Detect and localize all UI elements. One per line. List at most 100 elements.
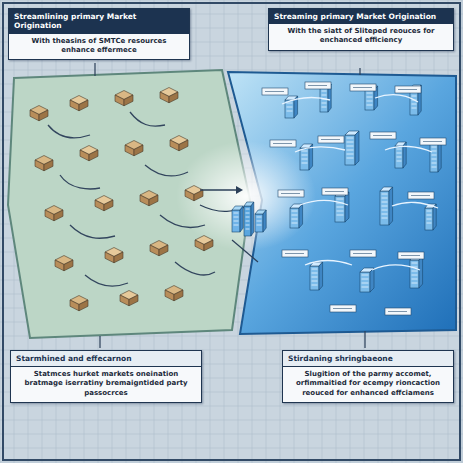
iso-box: [35, 156, 53, 171]
building-windows: [292, 219, 298, 220]
building-windows: [337, 199, 344, 200]
building-windows: [322, 107, 327, 108]
building-windows: [382, 210, 388, 211]
title-box: Streaming primary Market OriginationWith…: [268, 8, 454, 51]
box-side: [95, 200, 104, 211]
tag-rect: [350, 250, 376, 257]
building-side: [345, 192, 349, 222]
building-windows: [347, 154, 354, 155]
box-body: With theasins of SMTCe resources enhance…: [9, 34, 189, 59]
box-side: [140, 195, 149, 206]
summary-box: Starmhined and effecarnonStatmces hurket…: [10, 350, 202, 403]
building-windows: [234, 213, 239, 214]
flow-arrow: [295, 147, 345, 152]
building-windows: [432, 163, 437, 164]
building-windows: [322, 91, 327, 92]
box-side: [160, 92, 169, 103]
tag-rect: [278, 190, 304, 197]
building-windows: [246, 217, 250, 218]
flow-arrow: [300, 200, 348, 205]
building-windows: [246, 209, 250, 210]
box-side: [125, 145, 134, 156]
arrow-head: [236, 186, 243, 194]
building-body: [255, 214, 263, 232]
iso-box: [125, 141, 143, 156]
summary-box: Stirdaning shringbaeoneSlugition of the …: [282, 350, 454, 403]
tag-scribble: [325, 191, 344, 192]
building-body: [335, 196, 345, 222]
box-side: [169, 92, 178, 103]
box-heading: Stirdaning shringbaeone: [283, 351, 453, 367]
building-windows: [292, 211, 298, 212]
box-heading: Streamlining primary Market Origination: [9, 9, 189, 34]
iso-box: [115, 91, 133, 106]
box-side: [44, 160, 53, 171]
box-side: [80, 150, 89, 161]
tag-scribble: [388, 311, 407, 312]
building-windows: [432, 159, 437, 160]
building-body: [360, 272, 370, 292]
box-heading: Streaming primary Market Origination: [269, 9, 453, 24]
flow-arrow: [372, 265, 420, 270]
box-side: [89, 150, 98, 161]
building-side: [251, 202, 254, 236]
grid-line: [0, 448, 463, 449]
tag-card: [395, 86, 421, 93]
grid-line: [0, 0, 463, 1]
tag-scribble: [353, 253, 372, 254]
iso-box: [195, 236, 213, 251]
building-windows: [382, 202, 388, 203]
leader-line: [99, 336, 100, 348]
building-windows: [412, 279, 418, 280]
tag-scribble: [398, 89, 417, 90]
building-body: [365, 90, 374, 110]
tag-scribble: [265, 91, 284, 92]
tag-rect: [282, 250, 308, 257]
tag-card: [350, 84, 376, 91]
tag-card: [318, 136, 344, 143]
building-windows: [412, 275, 418, 276]
building-windows: [337, 215, 344, 216]
building-windows: [432, 155, 437, 156]
building-windows: [257, 221, 262, 222]
iso-box: [120, 291, 138, 306]
building-side: [433, 204, 436, 230]
building-windows: [322, 103, 327, 104]
tag-rect: [420, 138, 446, 145]
building-windows: [412, 263, 418, 264]
box-side: [35, 160, 44, 171]
building-windows: [292, 215, 298, 216]
building-windows: [382, 206, 388, 207]
box-side: [179, 140, 188, 151]
box-side: [124, 95, 133, 106]
building-windows: [362, 275, 369, 276]
frame: [3, 3, 460, 460]
box-side: [165, 290, 174, 301]
building-windows: [302, 151, 308, 152]
center-glow: [176, 141, 316, 251]
box-side: [114, 252, 123, 263]
flow-arrow: [85, 275, 128, 286]
tag-rect: [350, 84, 376, 91]
flow-arrow: [130, 112, 165, 126]
building-windows: [412, 96, 417, 97]
leader-line: [359, 68, 360, 75]
box-side: [39, 110, 48, 121]
tag-scribble: [411, 195, 430, 196]
building-windows: [322, 95, 327, 96]
flow-arrow: [160, 215, 205, 228]
iso-box: [105, 248, 123, 263]
building: [360, 268, 374, 292]
iso-box: [30, 106, 48, 121]
building-windows: [347, 150, 354, 151]
box-side: [194, 190, 203, 201]
building: [255, 210, 266, 232]
iso-box: [95, 196, 113, 211]
box-side: [64, 260, 73, 271]
tag-card: [262, 88, 288, 95]
tag-scribble: [285, 253, 304, 254]
box-side: [159, 245, 168, 256]
building-windows: [257, 225, 262, 226]
